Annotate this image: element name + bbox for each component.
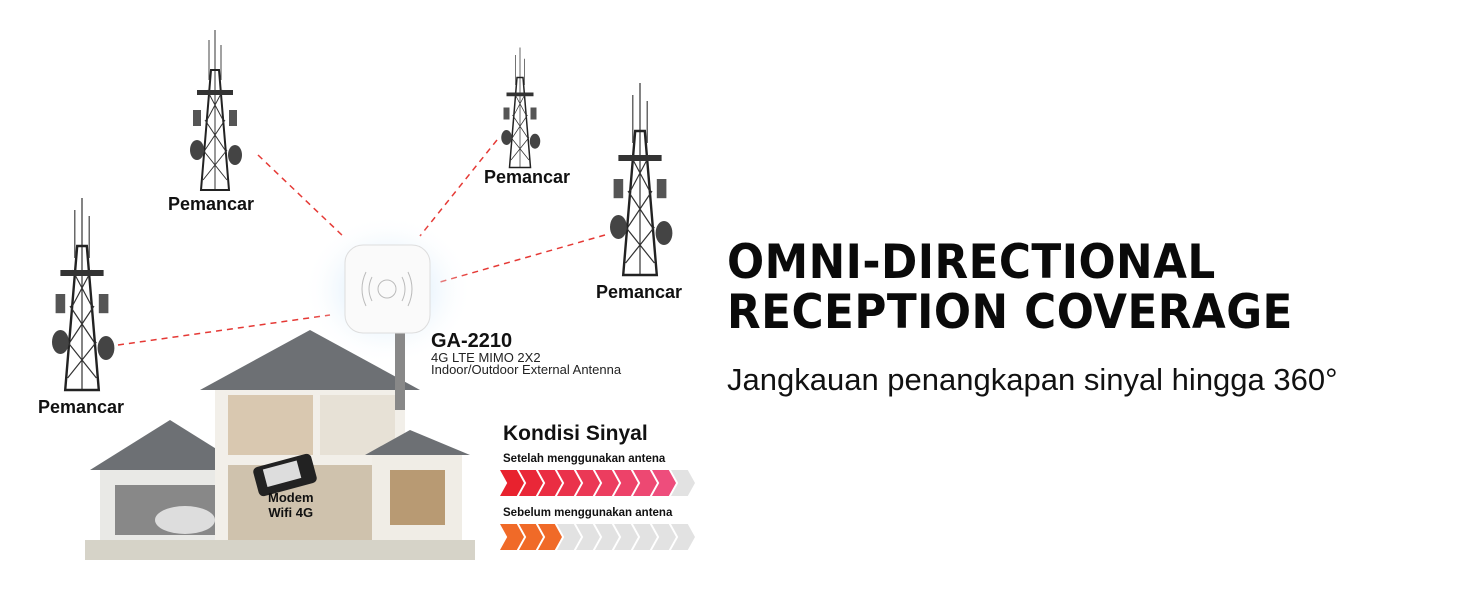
signal-chevron-filled (500, 470, 524, 496)
house-illustration (85, 300, 475, 560)
cell-tower-icon (189, 29, 243, 191)
tower-label: Pemancar (484, 167, 571, 187)
modem-label-line1: Modem (268, 490, 314, 505)
cell-tower-icon (608, 81, 674, 277)
signal-bar-after (500, 470, 695, 496)
headline-line1: OMNI-DIRECTIONAL (727, 235, 1216, 290)
product-spec: 4G LTE MIMO 2X2 (431, 350, 541, 365)
cell-tower-icon (500, 46, 541, 169)
dashed-signal-lines (117, 139, 606, 346)
cell-tower-icon (50, 196, 116, 392)
signal-chevron-filled (500, 524, 524, 550)
headline: OMNI-DIRECTIONAL RECEPTION COVERAGE (727, 238, 1293, 338)
tower-label: Pemancar (168, 194, 255, 214)
headline-line2: RECEPTION COVERAGE (727, 285, 1293, 340)
signal-title: Kondisi Sinyal (503, 422, 648, 445)
modem-device (253, 453, 317, 497)
tower-label: Pemancar (596, 282, 683, 302)
antenna-device (344, 244, 431, 334)
signal-bar-before (500, 524, 695, 550)
after-label: Setelah menggunakan antena (503, 453, 666, 465)
product-model: GA-2210 (431, 330, 513, 352)
subtitle: Jangkauan penangkapan sinyal hingga 360° (727, 362, 1338, 397)
coverage-illustration (50, 29, 674, 560)
product-description: Indoor/Outdoor External Antenna (431, 362, 622, 377)
before-label: Sebelum menggunakan antena (503, 507, 673, 519)
modem-label-line2: Wifi 4G (268, 505, 314, 520)
modem-label: Modem Wifi 4G (268, 490, 314, 520)
tower-label: Pemancar (38, 397, 125, 417)
